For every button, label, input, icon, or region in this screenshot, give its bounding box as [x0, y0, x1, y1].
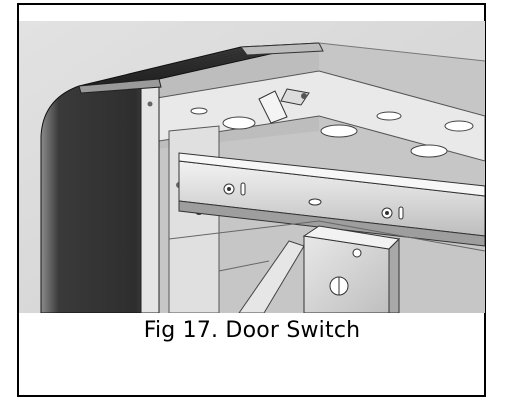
door-switch-illustration	[19, 21, 485, 313]
figure-caption: Fig 17. Door Switch	[143, 318, 361, 343]
